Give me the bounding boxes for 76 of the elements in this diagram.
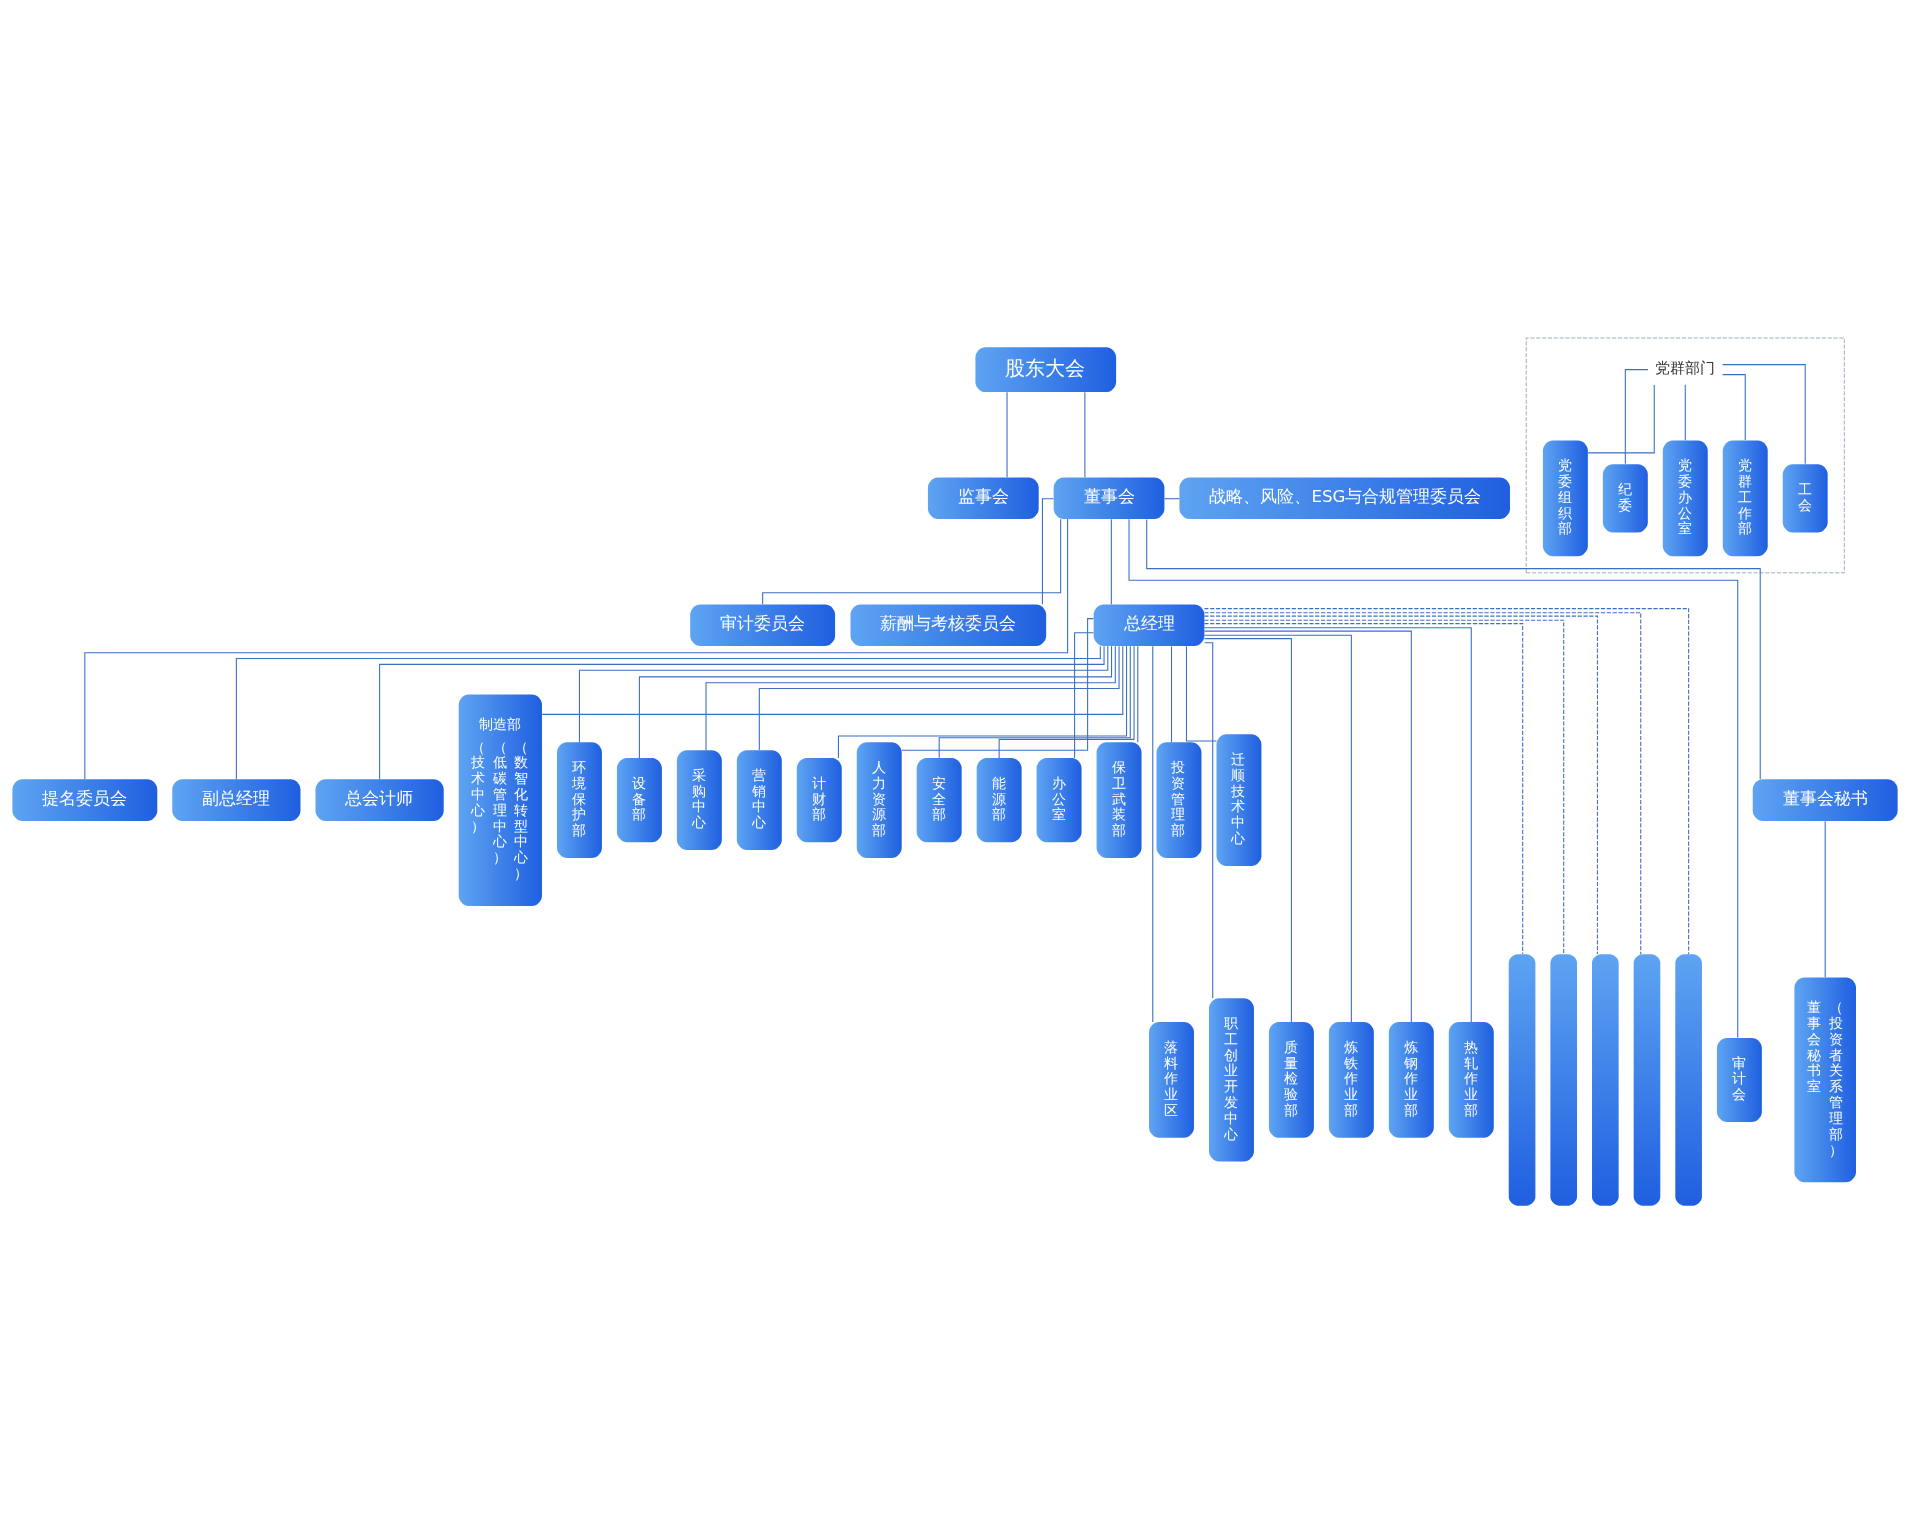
connector	[1084, 391, 1086, 478]
connector	[1203, 626, 1472, 1022]
node-box: 安全部	[916, 757, 962, 842]
node-box: 提名委员会	[12, 778, 158, 821]
connector	[1185, 645, 1217, 742]
connector	[1041, 497, 1054, 605]
node-box: 董事会秘书室 （投资者关系管理部）	[1794, 977, 1856, 1182]
node-box: 党群工作部	[1722, 439, 1768, 556]
node-text: 党群部门	[1654, 358, 1715, 377]
connector	[638, 645, 1113, 759]
node-box: 投资管理部	[1156, 741, 1202, 858]
connector	[1203, 637, 1292, 1023]
node-box: 职工创业开发中心	[1208, 997, 1254, 1162]
connector	[1128, 518, 1739, 1038]
node-box: 董事会	[1053, 476, 1165, 519]
node-box: 设备部	[616, 757, 662, 842]
node-box: 落料作业区	[1149, 1021, 1194, 1138]
node-box: 质量检验部	[1268, 1021, 1314, 1138]
connector	[901, 617, 1095, 751]
node-box: 股东大会	[975, 346, 1117, 392]
connector	[1152, 645, 1154, 1022]
node-box: 董事会秘书	[1752, 778, 1898, 821]
connector	[1684, 383, 1686, 441]
connector	[762, 518, 1062, 605]
connector	[1587, 383, 1655, 453]
node-bar	[1592, 953, 1619, 1206]
node-box: 监事会	[927, 476, 1039, 519]
connector	[379, 645, 1105, 780]
node-box: 战略、风险、ESG与合规管理委员会	[1179, 476, 1510, 519]
node-box: 制造部 （技术中心） （低碳管理中心） （数智化转型中心）	[458, 693, 542, 906]
connector	[1110, 518, 1112, 605]
node-bar	[1633, 953, 1661, 1206]
node-box: 迁顺技术中心	[1216, 733, 1262, 866]
connector	[1204, 630, 1412, 1022]
node-bar	[1508, 953, 1536, 1206]
connector	[1624, 368, 1649, 464]
node-box: 炼钢作业部	[1388, 1021, 1434, 1138]
connector	[578, 645, 1109, 743]
connector	[998, 645, 1135, 758]
node-box: 纪委	[1602, 463, 1648, 532]
node-box: 人力资源部	[856, 741, 902, 858]
node-box: 环境保护部	[556, 741, 602, 858]
connector	[938, 645, 1131, 758]
connector	[1204, 634, 1352, 1023]
node-bar	[1550, 953, 1578, 1206]
connector	[84, 518, 1069, 780]
node-box: 保卫武装部	[1096, 741, 1142, 858]
node-box: 炼铁作业部	[1328, 1021, 1374, 1138]
node-box: 副总经理	[172, 778, 301, 821]
node-bar	[1675, 953, 1702, 1206]
node-box: 薪酬与考核委员会	[850, 603, 1047, 646]
node-box: 总会计师	[315, 778, 444, 821]
node-box: 计财部	[796, 757, 842, 842]
node-box: 党委组织部	[1542, 439, 1588, 556]
node-box: 审计会	[1716, 1037, 1762, 1122]
connector	[1074, 631, 1094, 758]
connector	[1204, 641, 1214, 999]
node-box: 办公室	[1036, 757, 1082, 842]
connector	[1006, 391, 1008, 478]
cluster	[1525, 337, 1845, 573]
node-box: 采购中心	[676, 749, 722, 850]
connector	[1824, 820, 1826, 978]
connector	[541, 645, 1124, 715]
node-box: 营销中心	[736, 749, 782, 850]
node-box: 工会	[1782, 463, 1828, 532]
connector	[235, 645, 1101, 780]
connector	[1146, 518, 1761, 780]
node-box: 能源部	[976, 757, 1022, 842]
connector	[1722, 363, 1806, 464]
connector	[1170, 645, 1173, 743]
node-box: 热轧作业部	[1448, 1021, 1494, 1138]
node-box: 党委办公室	[1662, 439, 1708, 556]
node-box: 审计委员会	[690, 603, 836, 646]
connector	[1722, 373, 1746, 441]
node-box: 总经理	[1093, 603, 1205, 646]
connector	[1137, 645, 1139, 743]
